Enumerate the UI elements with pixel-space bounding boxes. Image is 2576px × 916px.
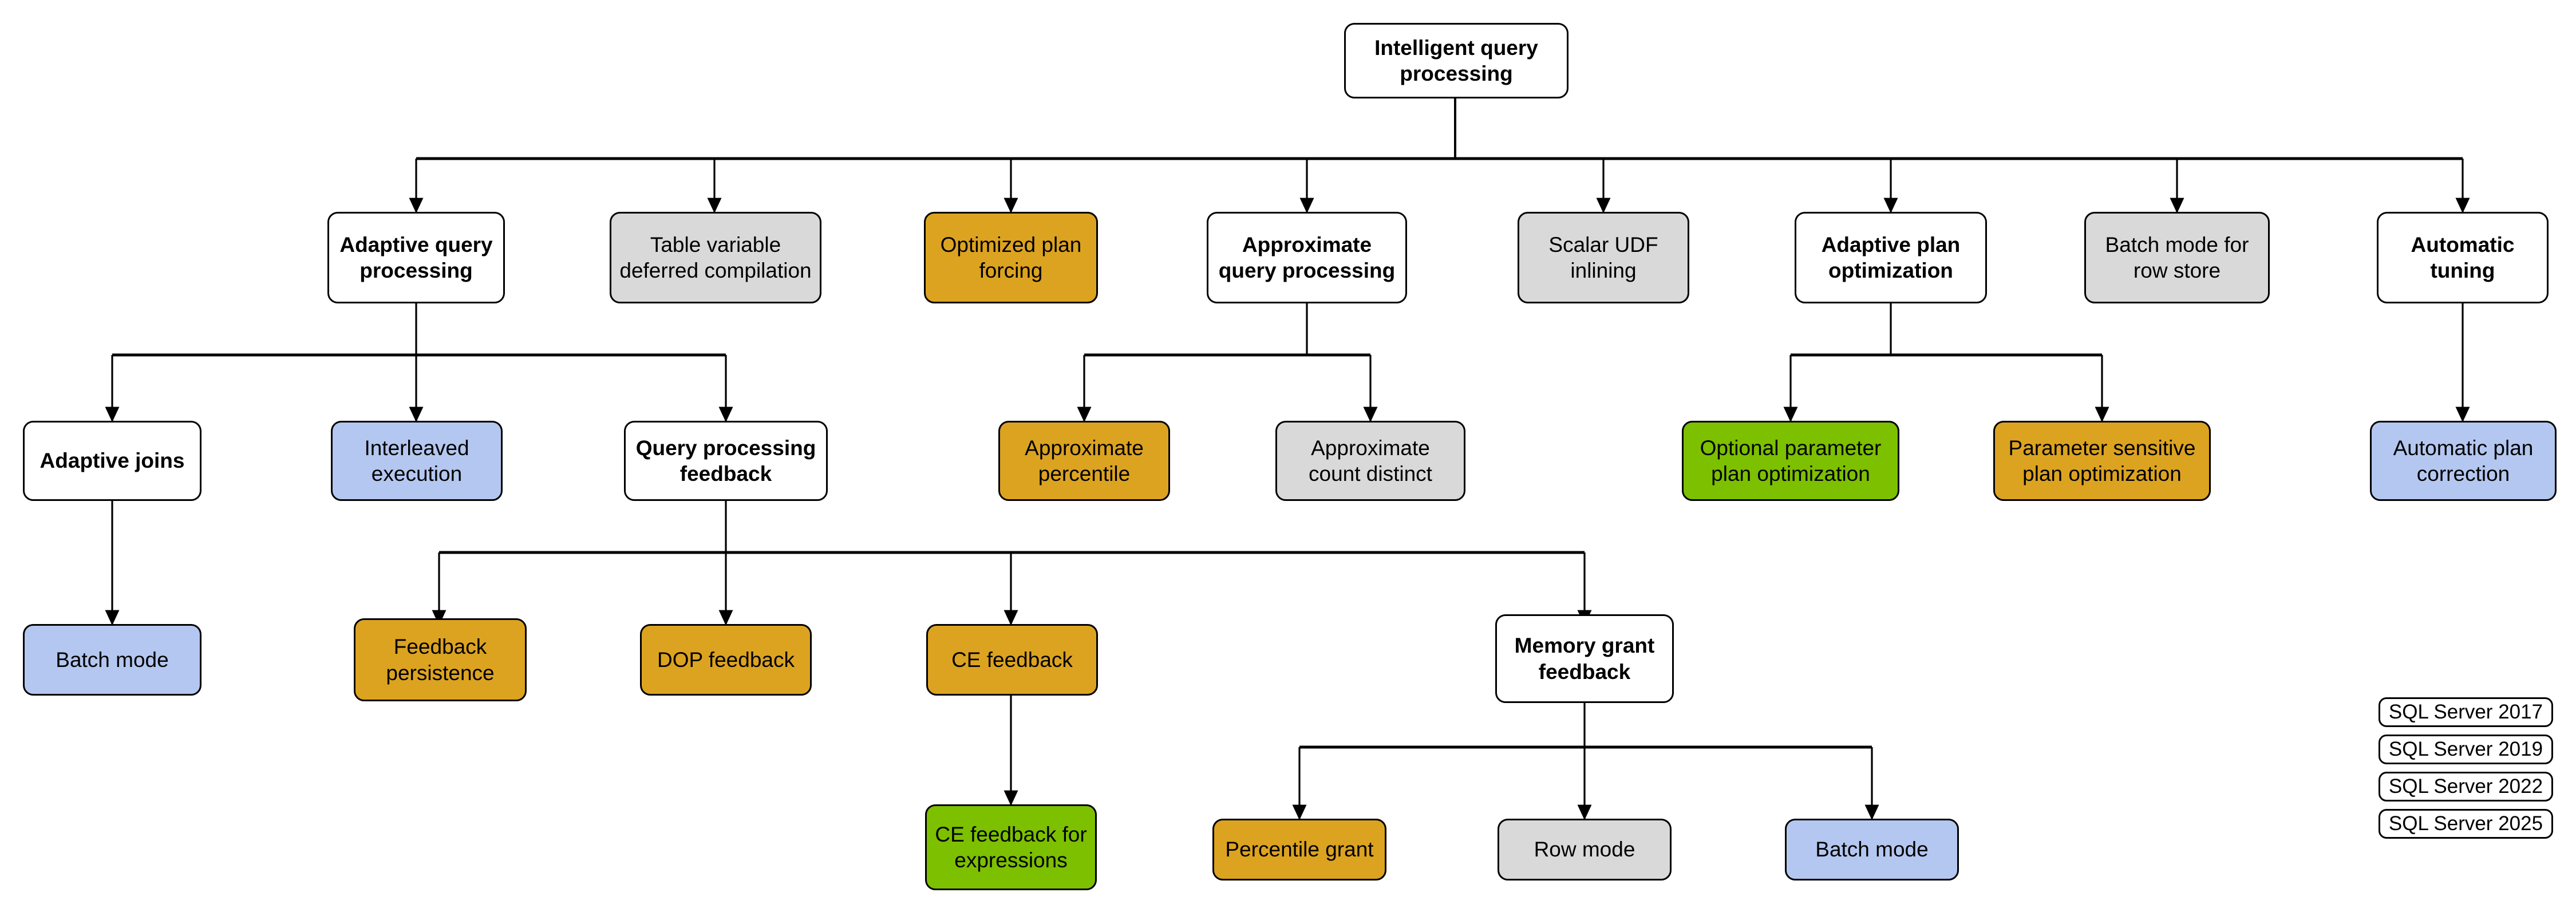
node-batch-mode-memory-grant[interactable]: Batch mode: [1785, 819, 1959, 881]
legend-item-sql-server-2022: SQL Server 2022: [2379, 772, 2553, 802]
legend: SQL Server 2017 SQL Server 2019 SQL Serv…: [2379, 697, 2553, 846]
node-percentile-grant[interactable]: Percentile grant: [1212, 819, 1386, 881]
node-intelligent-query-processing[interactable]: Intelligent query processing: [1344, 23, 1568, 98]
node-batch-mode-adaptive-joins[interactable]: Batch mode: [23, 624, 202, 696]
legend-item-sql-server-2019: SQL Server 2019: [2379, 735, 2553, 764]
node-dop-feedback[interactable]: DOP feedback: [640, 624, 812, 696]
node-row-mode[interactable]: Row mode: [1498, 819, 1672, 881]
node-adaptive-joins[interactable]: Adaptive joins: [23, 421, 202, 501]
legend-item-sql-server-2017: SQL Server 2017: [2379, 697, 2553, 727]
legend-item-sql-server-2025: SQL Server 2025: [2379, 809, 2553, 839]
node-ce-feedback[interactable]: CE feedback: [926, 624, 1098, 696]
